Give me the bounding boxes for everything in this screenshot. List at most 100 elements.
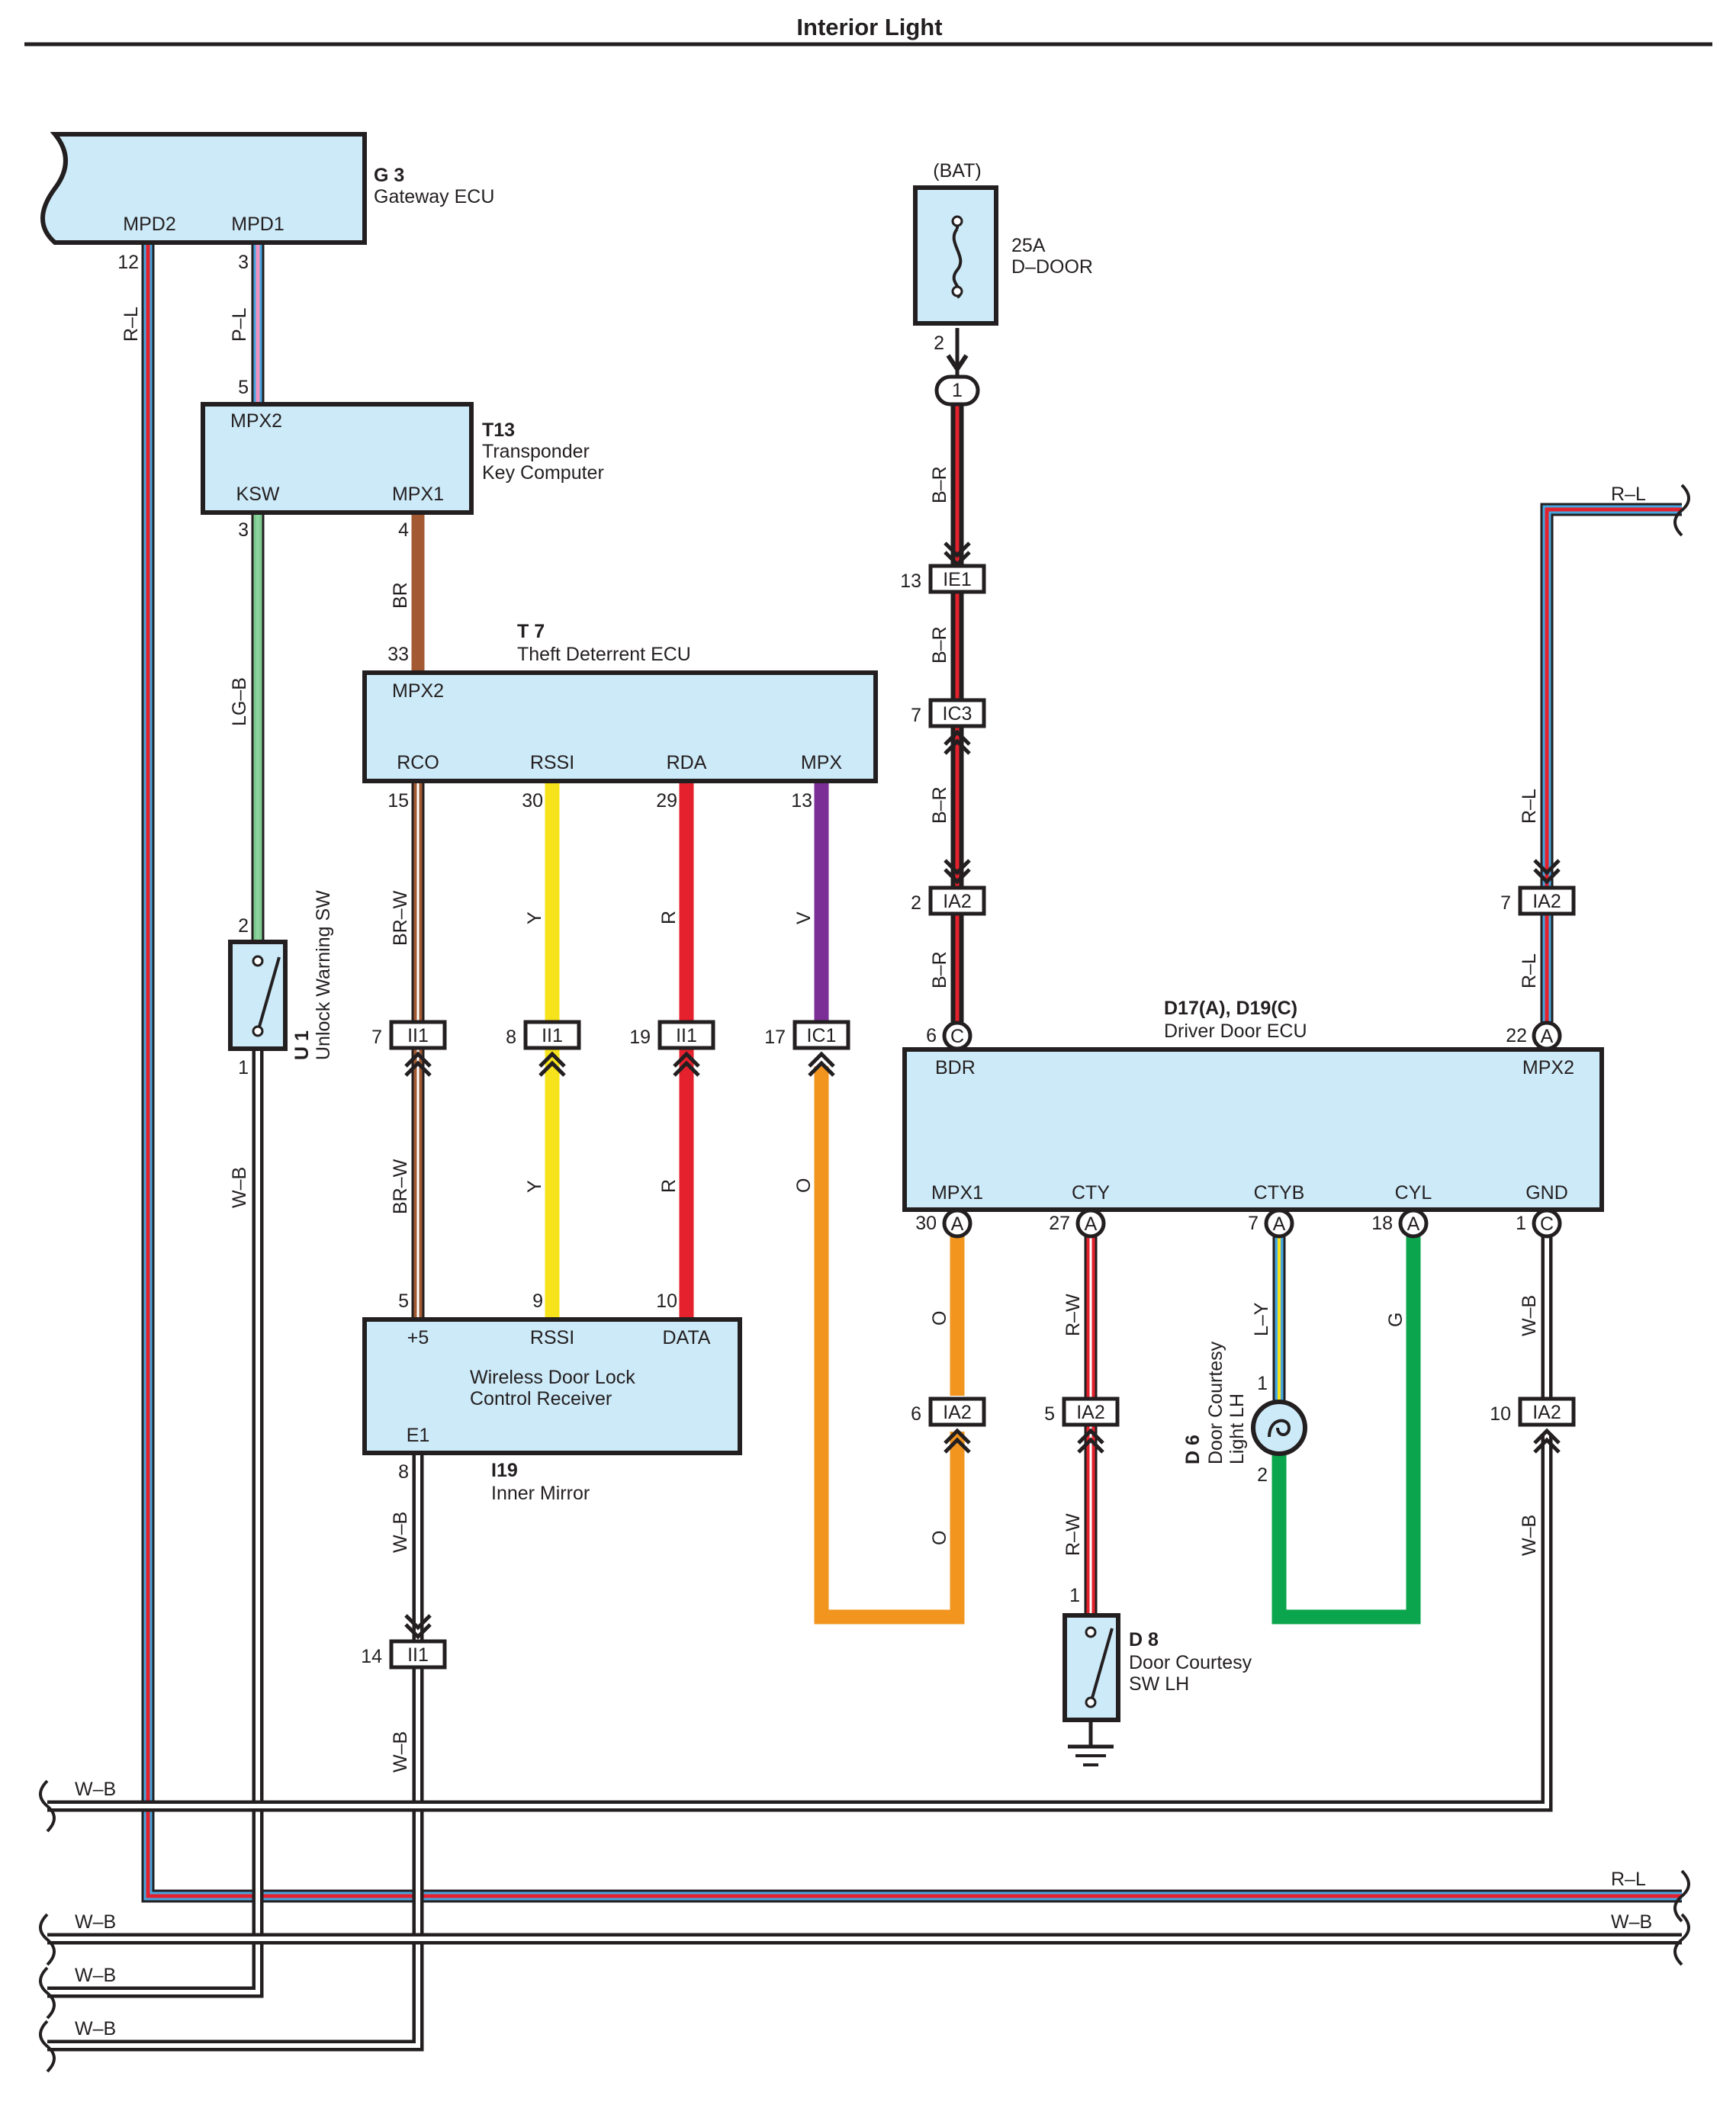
- t7-pin-num-rco: 15: [387, 790, 409, 812]
- page-title: Interior Light: [796, 14, 942, 40]
- wire-o: [814, 1066, 965, 1625]
- i19-pin-num-e1: 8: [398, 1461, 409, 1483]
- d8-pin-num-top: 1: [1069, 1585, 1080, 1606]
- ia2-rw-pin: 5: [1044, 1403, 1055, 1425]
- wlabel-pl: P–L: [229, 307, 250, 342]
- connector-ie1: IE1 13: [900, 542, 986, 594]
- splice-connector: 1: [934, 354, 980, 407]
- fuse-name: D–DOOR: [1011, 256, 1093, 278]
- wlabel-br-1: B–R: [929, 466, 950, 503]
- t13-pin-mpx1: MPX1: [392, 484, 444, 505]
- u1-pin-num-top: 2: [238, 915, 249, 937]
- connector-ic1-v: IC1 17: [764, 1020, 850, 1077]
- wire-rl-right: [1540, 503, 1682, 1022]
- t13-ref: T13: [482, 419, 515, 441]
- d8-name-2: SW LH: [1129, 1673, 1189, 1695]
- wlabel-wb-e1-bot: W–B: [390, 1731, 411, 1773]
- t13-pin-num-ksw: 3: [238, 519, 249, 541]
- d8-name-1: Door Courtesy: [1129, 1652, 1252, 1673]
- i19-pin-data: DATA: [663, 1327, 711, 1348]
- ia2-bdr-label: IA2: [943, 891, 972, 912]
- t7-pin-num-mpx2: 33: [387, 644, 409, 665]
- d17-pin-num-cyl: 18: [1371, 1213, 1393, 1234]
- wlabel-br-2: B–R: [929, 626, 950, 664]
- t7-pin-rda: RDA: [667, 752, 707, 773]
- wlabel-wb-e1: W–B: [390, 1512, 411, 1553]
- wlabel-o-left: O: [793, 1178, 815, 1193]
- wlabel-o-ia2-top: O: [929, 1311, 950, 1326]
- u1-name: Unlock Warning SW: [313, 890, 334, 1060]
- wire-labels: R–L P–L LG–B W–B BR BR–W BR–W Y Y R R V …: [75, 307, 1652, 2039]
- wlabel-ly: L–Y: [1251, 1302, 1272, 1336]
- g3-gateway-ecu: MPD2 MPD1 G 3 Gateway ECU 12 3: [40, 132, 494, 273]
- d17-pin-cty: CTY: [1072, 1182, 1110, 1204]
- wire-wb-gnd: [47, 1236, 1553, 1812]
- ia2-o-pin: 6: [911, 1403, 921, 1425]
- d17-pin-cyl: CYL: [1395, 1182, 1432, 1204]
- connector-ia2-bdr: IA2 2: [911, 859, 986, 916]
- wire-rl-left: [141, 243, 1682, 1903]
- d17-letter-mpx2: A: [1541, 1026, 1554, 1047]
- i19-body-2: Control Receiver: [470, 1388, 612, 1409]
- ic3-pin: 7: [911, 705, 921, 726]
- wlabel-y-bot: Y: [524, 1180, 545, 1193]
- t7-pin-num-rda: 29: [656, 790, 677, 812]
- ii1-y-label: II1: [542, 1025, 563, 1046]
- ia2-o-label: IA2: [943, 1402, 972, 1423]
- t7-pin-mpx: MPX: [801, 752, 843, 773]
- d17-pin-num-mpx1: 30: [915, 1213, 937, 1234]
- g3-pin-num-mpd2: 12: [117, 252, 139, 273]
- t7-pin-num-rssi: 30: [522, 790, 543, 812]
- d17-pin-num-mpx2: 22: [1506, 1025, 1527, 1046]
- t7-pin-rssi: RSSI: [530, 752, 574, 773]
- fuse-d-door: (BAT) 25A D–DOOR 2: [913, 160, 1093, 354]
- fuse-rating: 25A: [1011, 235, 1046, 256]
- d17-letter-cty: A: [1085, 1213, 1098, 1235]
- splice-label: 1: [952, 380, 963, 401]
- connector-ia2-mpx2: IA2 7: [1500, 859, 1576, 916]
- wlabel-br-4: B–R: [929, 951, 950, 988]
- i19-pin-num-rssi: 9: [532, 1290, 543, 1312]
- d17-pin-bdr: BDR: [935, 1057, 976, 1078]
- g3-ref: G 3: [374, 165, 404, 186]
- d17-pin-num-cty: 27: [1049, 1213, 1070, 1234]
- wlabel-v: V: [793, 911, 815, 924]
- d17-pin-mpx1: MPX1: [931, 1182, 983, 1204]
- t13-name-1: Transponder: [482, 441, 590, 462]
- fuse-pin-out: 2: [934, 333, 944, 354]
- d6-pin-num-bottom: 2: [1257, 1464, 1268, 1486]
- wlabel-bus-wb-3: W–B: [75, 1965, 116, 1986]
- ia2-wb-pin: 10: [1490, 1403, 1511, 1425]
- d8-door-courtesy-sw: 1 D 8 Door Courtesy SW LH: [1062, 1585, 1252, 1722]
- d17-pin-num-bdr: 6: [926, 1025, 937, 1046]
- connector-ii1-gnd: II1 14: [361, 1614, 447, 1670]
- d17-name: Driver Door ECU: [1164, 1020, 1307, 1042]
- t7-pin-mpx2: MPX2: [392, 680, 444, 702]
- d17-pin-ctyb: CTYB: [1254, 1182, 1305, 1204]
- d17-letter-bdr: C: [950, 1026, 964, 1047]
- t7-name: Theft Deterrent ECU: [517, 644, 691, 665]
- ic3-label: IC3: [943, 703, 972, 725]
- d8-ref: D 8: [1129, 1629, 1159, 1650]
- wlabel-rw-top: R–W: [1062, 1294, 1084, 1336]
- connector-ia2-o: IA2 6: [911, 1397, 986, 1454]
- t13-pin-ksw: KSW: [236, 484, 280, 505]
- d6-door-courtesy-light: 1 2 D 6 Door Courtesy Light LH: [1182, 1341, 1307, 1486]
- wlabel-wb-u1: W–B: [229, 1167, 250, 1208]
- i19-pin-num-data: 10: [656, 1290, 677, 1312]
- connector-ic3: IC3 7: [911, 698, 986, 755]
- g3-pin-mpd2: MPD2: [123, 214, 175, 235]
- g3-name: Gateway ECU: [374, 186, 494, 207]
- t7-ref: T 7: [517, 621, 545, 642]
- connector-ii1-r: II1 19: [629, 1020, 715, 1077]
- d17-pin-num-ctyb: 7: [1248, 1213, 1259, 1234]
- wlabel-rl-right-1: R–L: [1519, 789, 1540, 824]
- i19-pin-rssi: RSSI: [530, 1327, 574, 1348]
- t7-theft-deterrent-ecu: T 7 Theft Deterrent ECU MPX2 RCO RSSI RD…: [362, 621, 878, 812]
- wlabel-r-top: R: [658, 911, 680, 924]
- wlabel-r-bot: R: [658, 1179, 680, 1193]
- ie1-label: IE1: [943, 569, 972, 590]
- wire-wb-u1: [47, 1049, 264, 1998]
- ia2-mpx2-pin: 7: [1500, 892, 1511, 914]
- wlabel-lgb: LG–B: [229, 677, 250, 726]
